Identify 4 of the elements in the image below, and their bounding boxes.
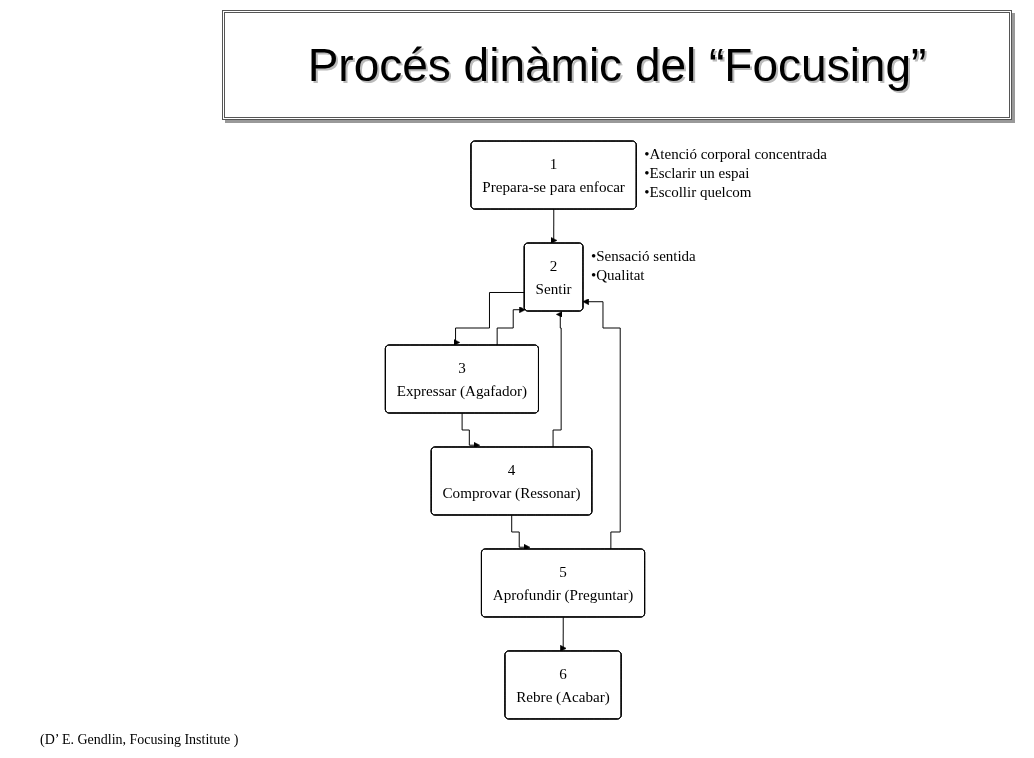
bullet-list: •Sensació sentida •Qualitat (590, 247, 696, 285)
bullet-list: •Atenció corporal concentrada •Esclarir un espai •Escollir quelcom (644, 145, 827, 203)
caption: (D’ E. Gendlin, Focusing Institute ) (40, 732, 239, 748)
title: Procés dinàmic del “Focusing” (307, 38, 927, 92)
